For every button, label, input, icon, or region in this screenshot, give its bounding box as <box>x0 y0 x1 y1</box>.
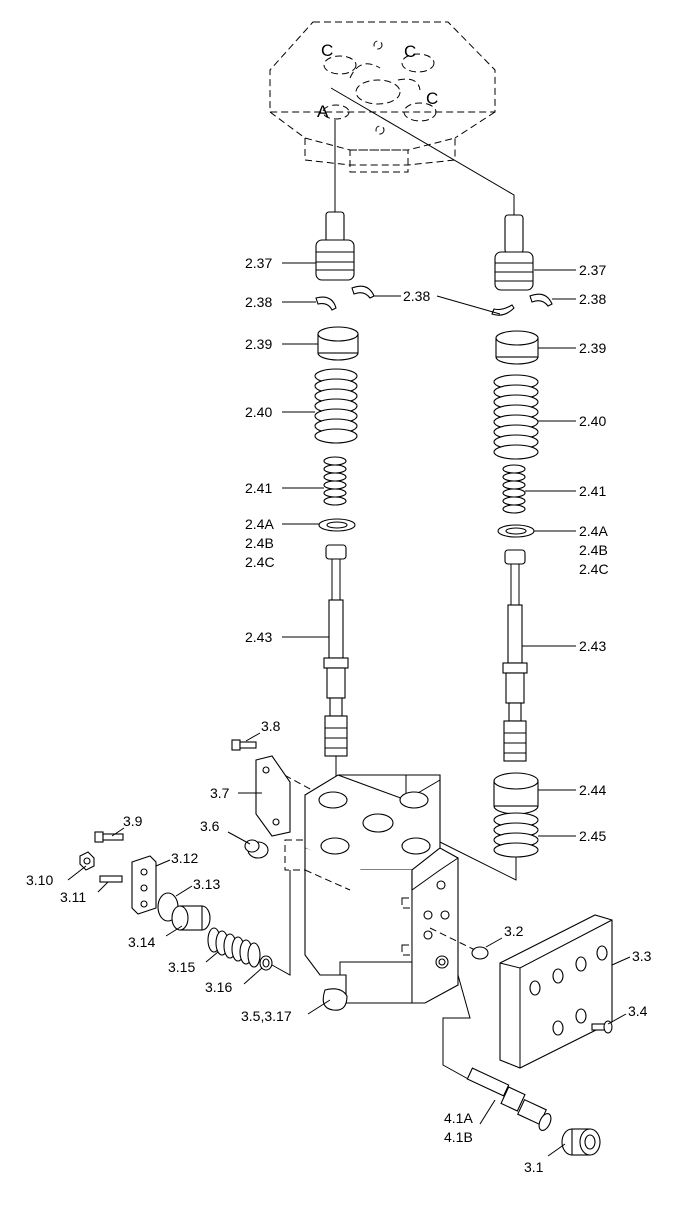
label-2-4c-left: 2.4C <box>245 554 275 570</box>
left-retainer-2-38 <box>315 296 337 311</box>
label-2-43-left: 2.43 <box>245 629 272 645</box>
left-outer-spring-2-40 <box>314 368 358 444</box>
plug-3-1 <box>561 1128 601 1156</box>
spring-3-15 <box>207 927 261 968</box>
left-plunger-2-37 <box>315 211 355 281</box>
label-2-37-right: 2.37 <box>579 262 606 278</box>
right-spool-2-43 <box>502 549 528 762</box>
right-retainer-2-38 <box>351 285 553 316</box>
label-2-37-left: 2.37 <box>245 255 272 271</box>
label-2-45: 2.45 <box>579 828 606 844</box>
left-spool-2-43 <box>323 544 349 757</box>
right-sleeve-2-44 <box>493 772 539 815</box>
label-2-4a-left: 2.4A <box>245 516 274 532</box>
label-2-38-middle: 2.38 <box>403 288 430 304</box>
label-4-1b: 4.1B <box>444 1129 473 1145</box>
label-2-40-right: 2.40 <box>579 413 606 429</box>
label-3-3: 3.3 <box>632 948 652 964</box>
right-spacer-2-39 <box>495 330 539 365</box>
label-2-40-left: 2.40 <box>245 404 272 420</box>
label-4-1a: 4.1A <box>444 1110 473 1126</box>
right-shim-2-4 <box>497 524 535 538</box>
label-2-4b-right: 2.4B <box>579 542 608 558</box>
port-label-c3: C <box>426 89 438 108</box>
screw-3-8 <box>231 739 257 751</box>
port-label-a: A <box>317 102 329 121</box>
port-label-c1: C <box>321 41 333 60</box>
label-3-8: 3.8 <box>261 718 281 734</box>
label-3-12: 3.12 <box>171 850 198 866</box>
label-3-16: 3.16 <box>205 979 232 995</box>
valve-body-phantom-lines <box>274 769 476 951</box>
label-3-9: 3.9 <box>123 813 143 829</box>
o-ring-3-2 <box>471 946 489 960</box>
screw-3-9 <box>94 831 124 843</box>
label-3-1: 3.1 <box>524 1159 544 1175</box>
label-2-39-left: 2.39 <box>245 336 272 352</box>
right-plunger-2-37 <box>494 214 534 291</box>
left-spacer-2-39 <box>317 326 359 361</box>
label-3-5-3-17: 3.5,3.17 <box>241 1008 292 1024</box>
label-2-38-left: 2.38 <box>245 294 272 310</box>
label-2-4b-left: 2.4B <box>245 535 274 551</box>
label-3-6: 3.6 <box>200 818 220 834</box>
left-inner-spring-2-41 <box>323 456 347 506</box>
port-label-c2: C <box>404 42 416 61</box>
manifold-block <box>269 21 496 173</box>
label-2-41-left: 2.41 <box>245 480 272 496</box>
right-spring-2-45 <box>493 812 539 858</box>
piston-3-14 <box>171 905 211 931</box>
label-3-13: 3.13 <box>193 876 220 892</box>
label-2-4c-right: 2.4C <box>579 561 609 577</box>
right-outer-spring-2-40 <box>493 374 539 460</box>
bracket-3-12 <box>131 855 157 915</box>
label-3-10: 3.10 <box>26 872 53 888</box>
label-2-43-right: 2.43 <box>579 638 606 654</box>
label-2-4a-right: 2.4A <box>579 523 608 539</box>
valve-body-3-5 <box>304 774 459 1011</box>
label-3-14: 3.14 <box>128 934 155 950</box>
label-2-39-right: 2.39 <box>579 340 606 356</box>
plate-3-3 <box>499 914 613 1069</box>
label-3-7: 3.7 <box>210 785 230 801</box>
left-shim-2-4 <box>318 518 356 532</box>
callout-labels: 2.37 2.37 2.38 2.38 2.38 2.39 2.39 2.40 … <box>26 255 652 1175</box>
washer-3-16 <box>259 955 273 971</box>
label-3-4: 3.4 <box>628 1003 648 1019</box>
leader-lines <box>67 262 631 1157</box>
label-2-38-right: 2.38 <box>579 291 606 307</box>
right-inner-spring-2-41 <box>502 464 526 514</box>
label-2-41-right: 2.41 <box>579 483 606 499</box>
valve-4-1 <box>466 1067 552 1131</box>
label-3-2: 3.2 <box>504 923 524 939</box>
screw-3-4 <box>591 1020 613 1034</box>
label-3-11: 3.11 <box>60 889 86 905</box>
label-3-15: 3.15 <box>168 959 195 975</box>
nut-3-10 <box>79 851 95 871</box>
cover-plate-3-7 <box>255 755 291 837</box>
label-2-44: 2.44 <box>579 782 606 798</box>
stud-3-11 <box>99 875 123 883</box>
